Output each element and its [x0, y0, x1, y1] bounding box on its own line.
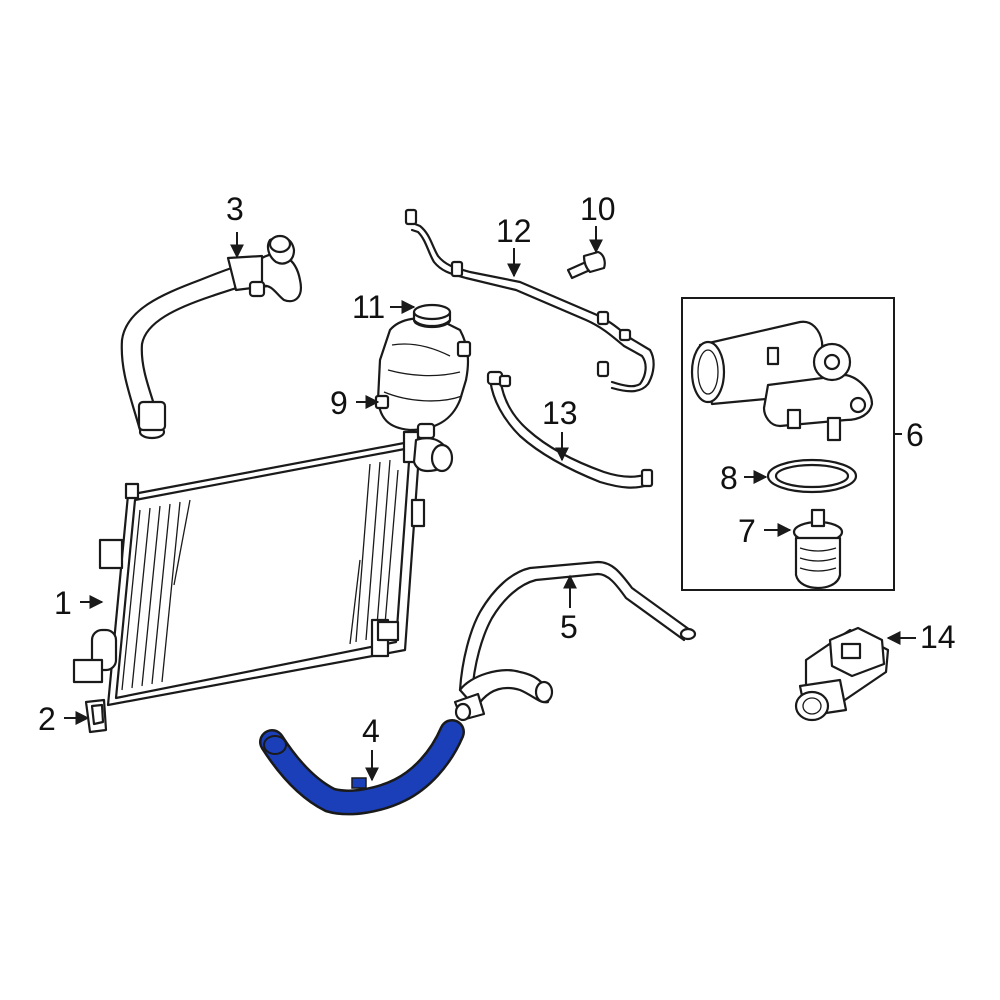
reservoir-cap[interactable] [412, 303, 452, 329]
callout-labels: 1 2 3 4 5 6 7 8 9 10 11 12 13 14 [38, 191, 956, 749]
coolant-outlet[interactable] [794, 626, 890, 722]
thermostat-gasket[interactable] [766, 458, 858, 494]
callout-13: 13 [542, 395, 578, 431]
radiator[interactable] [72, 430, 454, 707]
coolant-bypass-tube[interactable] [453, 560, 697, 722]
coolant-pipe[interactable] [404, 208, 655, 393]
callout-4: 4 [362, 713, 380, 749]
callout-8: 8 [720, 460, 738, 496]
callout-3: 3 [226, 191, 244, 227]
callout-5: 5 [560, 609, 578, 645]
callout-14: 14 [920, 619, 956, 655]
callout-9: 9 [330, 385, 348, 421]
callout-10: 10 [580, 191, 616, 227]
callout-11: 11 [352, 289, 385, 325]
lower-radiator-hose[interactable] [259, 719, 465, 816]
callout-2: 2 [38, 701, 56, 737]
radiator-bracket[interactable] [84, 698, 108, 734]
thermostat-housing-group-box [681, 297, 895, 591]
callout-12: 12 [496, 213, 532, 249]
upper-radiator-hose[interactable] [120, 234, 302, 440]
bolt[interactable] [566, 250, 606, 280]
callout-leaders [64, 226, 916, 782]
callout-7: 7 [738, 513, 756, 549]
callout-6: 6 [906, 417, 924, 453]
coolant-reservoir[interactable] [374, 317, 472, 440]
thermostat[interactable] [792, 508, 844, 590]
callout-1: 1 [54, 585, 72, 621]
thermostat-housing[interactable] [690, 320, 874, 442]
